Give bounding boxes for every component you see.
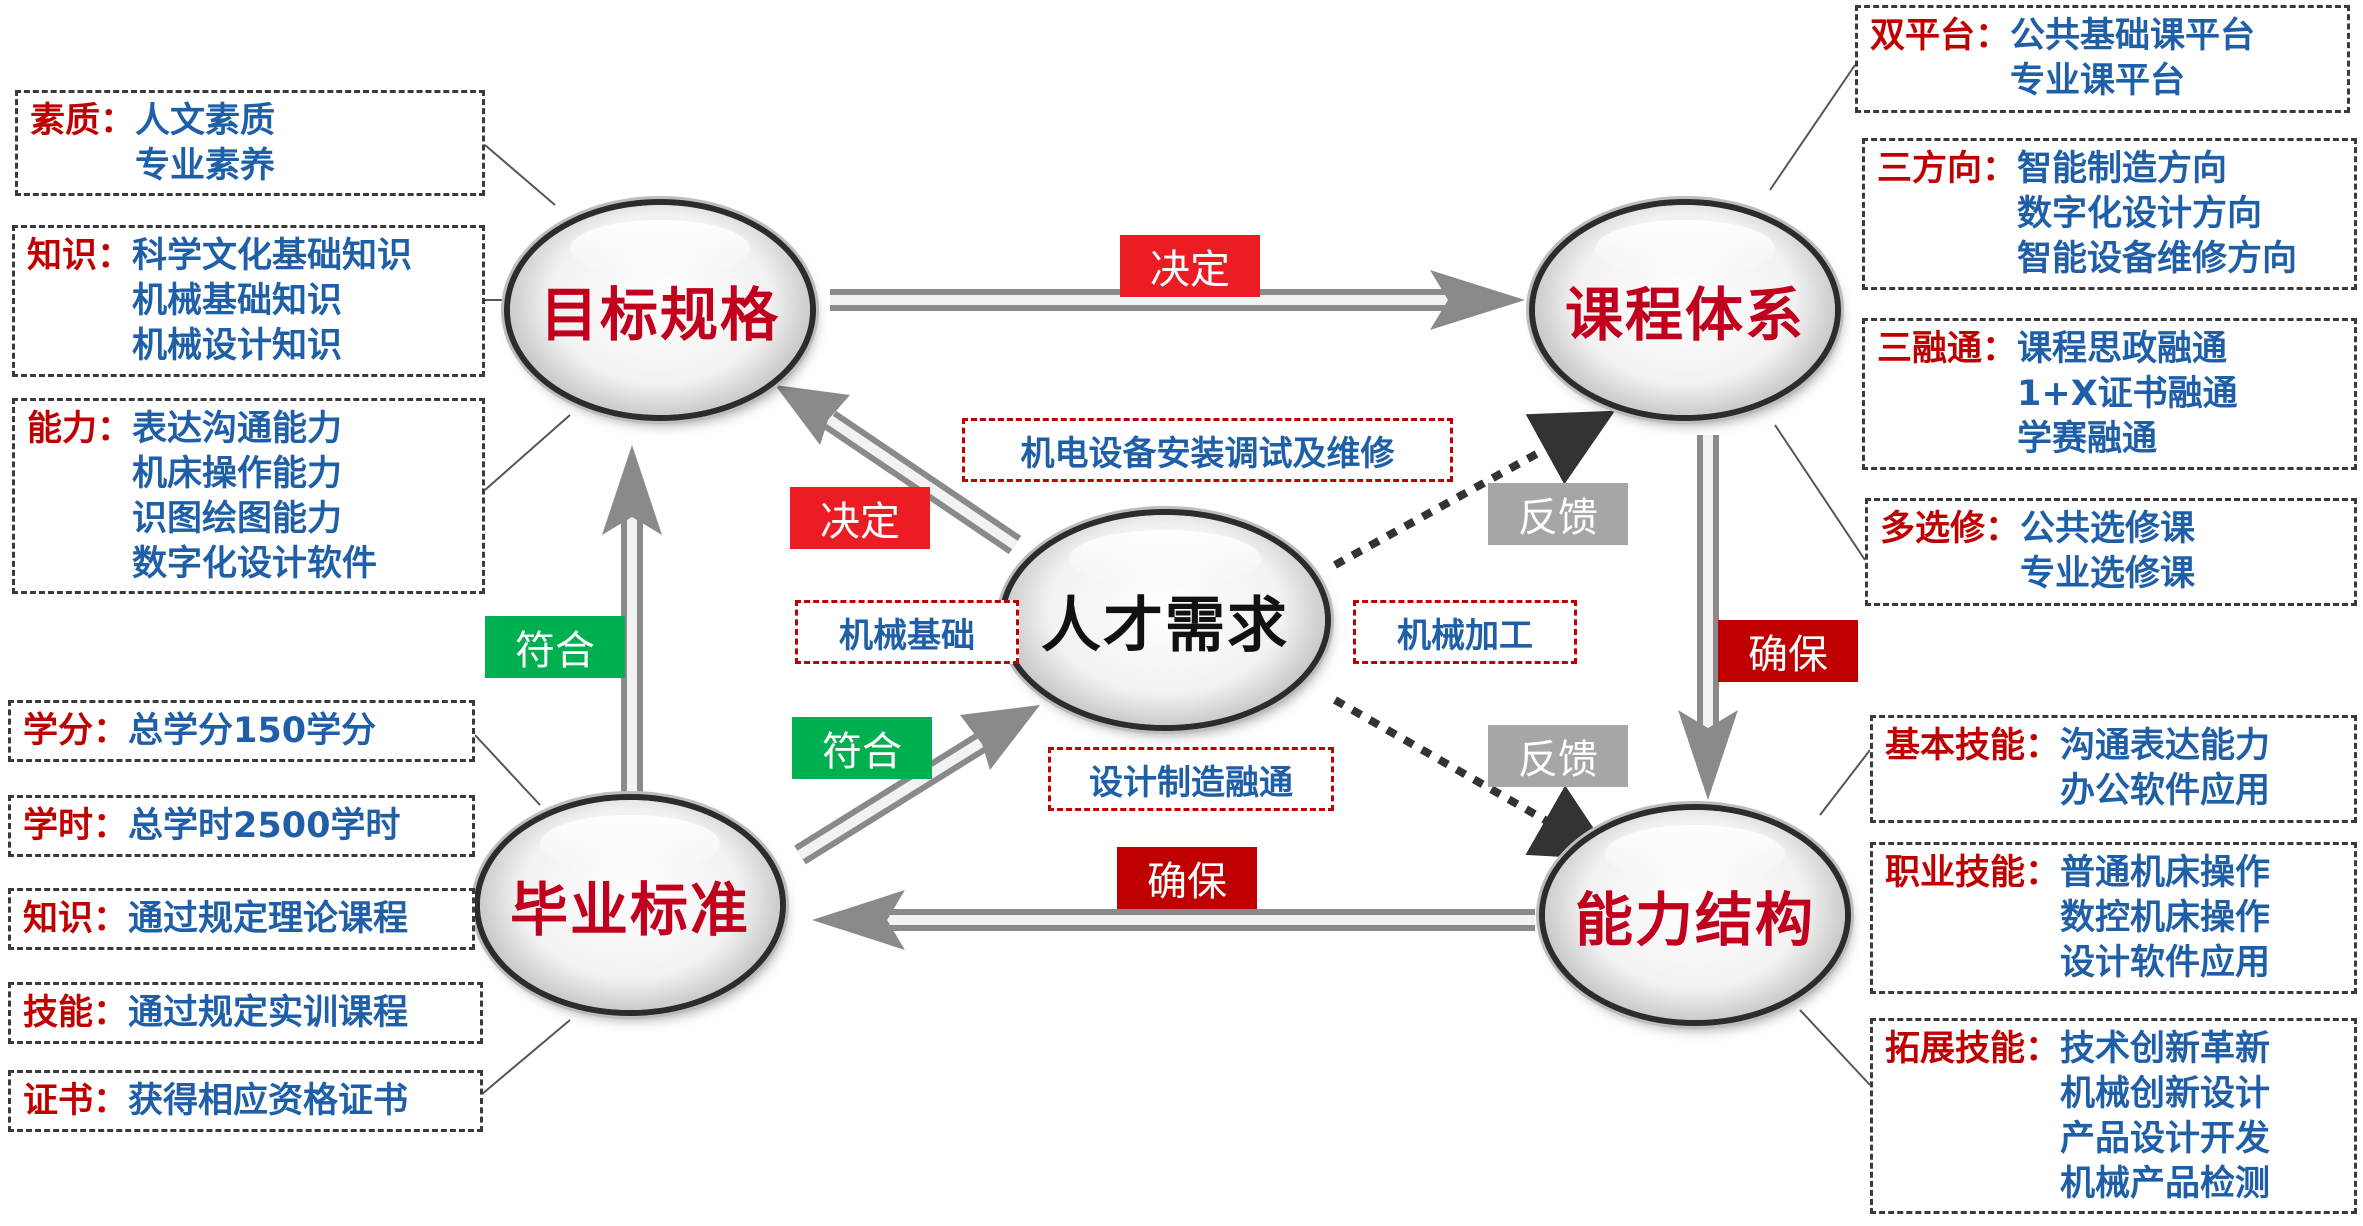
box-item: 通过规定实训课程 (128, 993, 409, 1033)
box-item: 公共基础课平台 (2010, 16, 2256, 56)
talent-keyword-left: 机械基础 (795, 600, 1019, 664)
pipe-arrows (602, 270, 1738, 950)
label-ensure-right: 确保 (1718, 620, 1858, 682)
node-talent: 人才需求 (1005, 515, 1325, 725)
feedback-arrows (1333, 410, 1616, 860)
graduation-box-certificate: 证书： 获得相应资格证书 (8, 1070, 483, 1132)
box-item: 科学文化基础知识 (132, 236, 413, 276)
course-box-electives: 多选修： 公共选修课 专业选修课 (1865, 498, 2357, 606)
box-title: 知识： (27, 236, 133, 276)
box-item: 沟通表达能力 (2060, 726, 2271, 766)
graduation-box-credits: 学分： 总学分150学分 (8, 700, 475, 762)
course-box-platforms: 双平台： 公共基础课平台 专业课平台 (1855, 5, 2350, 113)
box-item: 办公软件应用 (2060, 771, 2271, 811)
box-item: 公共选修课 (2020, 509, 2196, 549)
label-decide-left: 决定 (790, 487, 930, 549)
course-box-integration: 三融通： 课程思政融通 1+X证书融通 学赛融通 (1862, 318, 2357, 470)
box-item: 设计软件应用 (2060, 943, 2271, 983)
graduation-box-skills: 技能： 通过规定实训课程 (8, 982, 483, 1044)
box-item: 数字化设计软件 (132, 544, 378, 584)
course-box-directions: 三方向： 智能制造方向 数字化设计方向 智能设备维修方向 (1862, 138, 2357, 290)
box-item: 智能设备维修方向 (2017, 239, 2298, 279)
box-title: 学分： (23, 711, 129, 751)
box-title: 技能： (23, 993, 129, 1033)
box-title: 多选修： (1880, 509, 2021, 549)
node-graduation-label: 毕业标准 (509, 876, 750, 944)
box-item: 学赛融通 (2017, 419, 2158, 459)
box-item: 产品设计开发 (2060, 1119, 2271, 1159)
box-title: 三方向： (1877, 149, 2018, 189)
box-item: 专业素养 (135, 146, 276, 186)
box-item: 表达沟通能力 (132, 409, 343, 449)
node-graduation: 毕业标准 (480, 800, 780, 1010)
box-item: 人文素质 (135, 101, 276, 141)
box-item: 专业选修课 (2020, 554, 2196, 594)
label-ensure-bottom: 确保 (1117, 847, 1257, 909)
box-item: 机械产品检测 (2060, 1164, 2271, 1204)
goal-box-quality: 素质： 人文素质 专业素养 (15, 90, 485, 196)
box-item: 数控机床操作 (2060, 898, 2271, 938)
box-item: 机械基础知识 (132, 281, 343, 321)
box-title: 学时： (23, 806, 129, 846)
box-item: 机械创新设计 (2060, 1074, 2271, 1114)
node-goal-label: 目标规格 (539, 281, 780, 349)
box-item: 机械设计知识 (132, 326, 343, 366)
box-title: 能力： (27, 409, 133, 449)
box-title: 证书： (23, 1081, 129, 1121)
ability-box-basic: 基本技能： 沟通表达能力 办公软件应用 (1870, 715, 2357, 823)
box-item: 数字化设计方向 (2017, 194, 2263, 234)
box-item: 总学分150学分 (128, 711, 377, 751)
ability-box-extended: 拓展技能： 技术创新革新 机械创新设计 产品设计开发 机械产品检测 (1870, 1018, 2357, 1214)
leader-lines (474, 64, 1871, 1101)
box-title: 知识： (23, 899, 129, 939)
label-feedback-top: 反馈 (1488, 483, 1628, 545)
label-match-left: 符合 (485, 616, 625, 678)
talent-keyword-bottom: 设计制造融通 (1048, 747, 1334, 811)
box-title: 三融通： (1877, 329, 2018, 369)
box-item: 普通机床操作 (2060, 853, 2271, 893)
box-title: 素质： (30, 101, 136, 141)
box-item: 课程思政融通 (2017, 329, 2228, 369)
node-ability: 能力结构 (1545, 810, 1845, 1020)
box-title: 基本技能： (1885, 726, 2061, 766)
box-item: 机床操作能力 (132, 454, 343, 494)
graduation-box-hours: 学时： 总学时2500学时 (8, 795, 475, 857)
goal-box-knowledge: 知识： 科学文化基础知识 机械基础知识 机械设计知识 (12, 225, 485, 377)
goal-box-ability: 能力： 表达沟通能力 机床操作能力 识图绘图能力 数字化设计软件 (12, 398, 485, 594)
box-title: 职业技能： (1885, 853, 2061, 893)
node-ability-label: 能力结构 (1574, 886, 1815, 954)
talent-keyword-right: 机械加工 (1353, 600, 1577, 664)
label-match-center: 符合 (792, 717, 932, 779)
box-title: 拓展技能： (1885, 1029, 2061, 1069)
box-item: 获得相应资格证书 (128, 1081, 409, 1121)
node-goal: 目标规格 (510, 205, 810, 415)
label-decide-top: 决定 (1120, 235, 1260, 297)
box-title: 双平台： (1870, 16, 2011, 56)
node-talent-label: 人才需求 (1041, 590, 1289, 661)
box-item: 1+X证书融通 (2017, 374, 2238, 414)
ability-box-professional: 职业技能： 普通机床操作 数控机床操作 设计软件应用 (1870, 842, 2357, 994)
box-item: 智能制造方向 (2017, 149, 2228, 189)
box-item: 技术创新革新 (2060, 1029, 2271, 1069)
box-item: 专业课平台 (2010, 61, 2186, 101)
node-course: 课程体系 (1535, 205, 1835, 415)
node-course-label: 课程体系 (1564, 281, 1805, 349)
box-item: 总学时2500学时 (128, 806, 401, 846)
box-item: 通过规定理论课程 (128, 899, 409, 939)
box-item: 识图绘图能力 (132, 499, 343, 539)
graduation-box-knowledge: 知识： 通过规定理论课程 (8, 888, 475, 950)
talent-keyword-top: 机电设备安装调试及维修 (962, 418, 1453, 482)
label-feedback-bottom: 反馈 (1488, 725, 1628, 787)
